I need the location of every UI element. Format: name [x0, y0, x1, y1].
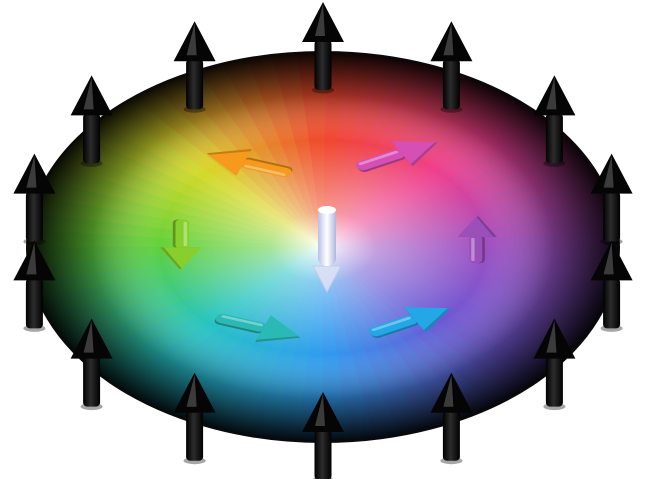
- skyrmion-canvas: [0, 0, 646, 479]
- skyrmion-diagram: [0, 0, 646, 479]
